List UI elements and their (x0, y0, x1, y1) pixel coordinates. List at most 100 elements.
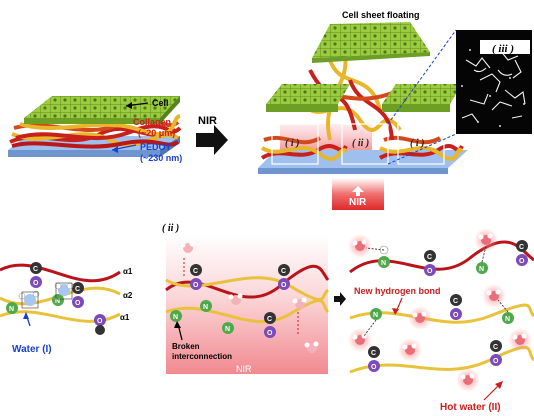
panel-d-nir-label: NIR (236, 364, 252, 374)
region-label-i-left: ( i ) (285, 138, 299, 149)
atom-c-e3: C (450, 294, 462, 306)
atom-o-3: O (94, 314, 106, 326)
svg-text:N: N (479, 266, 484, 273)
inset-micrograph: ( iii ) (387, 29, 532, 165)
atom-n-d1: N (200, 300, 212, 312)
broken-label-line1: Broken (172, 342, 200, 351)
panel-d-nir: ( ii ) C O C O N N N C O Broken intercon… (162, 223, 330, 374)
atom-n-1: N (6, 302, 18, 314)
nir-arrow: NIR (196, 115, 228, 155)
collagen-label: Collagen (133, 117, 171, 127)
inset-leader-top (387, 29, 457, 125)
atom-n-2: N (52, 294, 64, 306)
atom-o-e3: O (450, 308, 462, 320)
alpha2-label: α2 (123, 291, 133, 300)
svg-text:C: C (33, 266, 38, 273)
chain-red-e (349, 240, 534, 274)
water-molecule-1 (18, 290, 40, 306)
region-box-right (397, 123, 445, 165)
floating-label: Cell sheet floating (342, 10, 420, 20)
svg-text:N: N (9, 306, 14, 313)
atom-c-e4: C (368, 346, 380, 358)
atom-o-d1: O (190, 278, 202, 290)
nir-arrow-label: NIR (198, 115, 217, 127)
panel-a-labels: Cell Collagen (~20 μm) PEDOT (~230 nm) (111, 98, 182, 163)
svg-text:C: C (75, 286, 80, 293)
svg-text:O: O (33, 280, 39, 287)
atom-o-d2: O (278, 278, 290, 290)
region-box-left (271, 123, 319, 165)
atom-n-e3: N (370, 308, 382, 320)
svg-text:O: O (371, 364, 377, 371)
nir-source: NIR (332, 178, 384, 210)
svg-text:O: O (427, 268, 433, 275)
svg-text:C: C (453, 298, 458, 305)
chain-yellow-d1 (165, 299, 330, 324)
panel-d-label-ii: ( ii ) (162, 223, 179, 234)
svg-text:N: N (173, 314, 178, 321)
cell-label: Cell (152, 98, 169, 108)
svg-text:O: O (281, 282, 287, 289)
atom-c-1: C (30, 262, 42, 274)
svg-text:O: O (519, 258, 525, 265)
panel-c-molecular: α1 α2 α1 C O C O N N O Water (I) (0, 262, 133, 355)
panel-e-molecular: N C O N C O N C O N C O C O New hydrogen… (348, 228, 534, 413)
svg-text:C: C (493, 344, 498, 351)
svg-text:O: O (97, 318, 103, 325)
atom-n-e4: N (502, 312, 514, 324)
pedot-label: PEDOT (140, 142, 172, 152)
new-bond-label: New hydrogen bond (354, 286, 441, 296)
panel-b-scaffold (258, 22, 468, 174)
chain-yellow-e2 (349, 345, 534, 374)
water-molecule-2 (54, 282, 74, 296)
water-label: Water (I) (12, 344, 52, 355)
svg-text:N: N (381, 260, 386, 267)
up-arrow-icon (352, 186, 364, 196)
hot-water-glows (348, 228, 532, 392)
atom-o-e4: O (368, 360, 380, 372)
collagen-size-label: (~20 μm) (138, 128, 175, 138)
arrow-to-panel-e (334, 292, 346, 306)
cell-block-right (382, 84, 462, 104)
svg-text:N: N (373, 312, 378, 319)
atom-c-3 (95, 325, 105, 335)
alpha1-bottom-label: α1 (120, 313, 130, 322)
svg-text:C: C (371, 350, 376, 357)
atom-o-e5: O (490, 354, 502, 366)
panel-a-scaffold (8, 96, 182, 157)
region-label-i-right: ( i ) (410, 138, 424, 149)
atom-c-e1: C (424, 250, 436, 262)
atom-n-e1: N (378, 256, 390, 268)
svg-text:N: N (203, 304, 208, 311)
atom-n-d2: N (222, 322, 234, 334)
chain-alpha1-top (0, 263, 121, 283)
atom-o-1: O (30, 276, 42, 288)
chain-yellow-e1 (349, 303, 534, 324)
cell-block-left (266, 84, 350, 104)
svg-text:N: N (55, 298, 60, 305)
svg-text:O: O (75, 300, 81, 307)
inset-label-iii: ( iii ) (492, 43, 514, 55)
pedot-size-label: (~230 nm) (140, 153, 182, 163)
svg-text:O: O (453, 312, 459, 319)
svg-text:O: O (493, 358, 499, 365)
inset-leader-bottom (387, 133, 457, 165)
hydrogen-bonds (363, 245, 509, 337)
atom-c-e2: C (516, 240, 528, 252)
svg-text:C: C (193, 268, 198, 275)
region-label-ii: ( ii ) (352, 138, 369, 149)
floating-cell-sheet (312, 22, 430, 58)
atom-c-2: C (72, 282, 84, 294)
collagen-fibers-b (260, 54, 464, 162)
alpha1-top-label: α1 (123, 267, 133, 276)
atom-o-e1: O (424, 264, 436, 276)
svg-text:C: C (519, 244, 524, 251)
atom-c-d3: C (264, 312, 276, 324)
atom-c-d1: C (190, 264, 202, 276)
cell-layer (24, 96, 180, 118)
svg-text:N: N (225, 326, 230, 333)
nir-source-label: NIR (349, 197, 367, 208)
atom-n-e2: N (476, 262, 488, 274)
atom-c-e5: C (490, 340, 502, 352)
